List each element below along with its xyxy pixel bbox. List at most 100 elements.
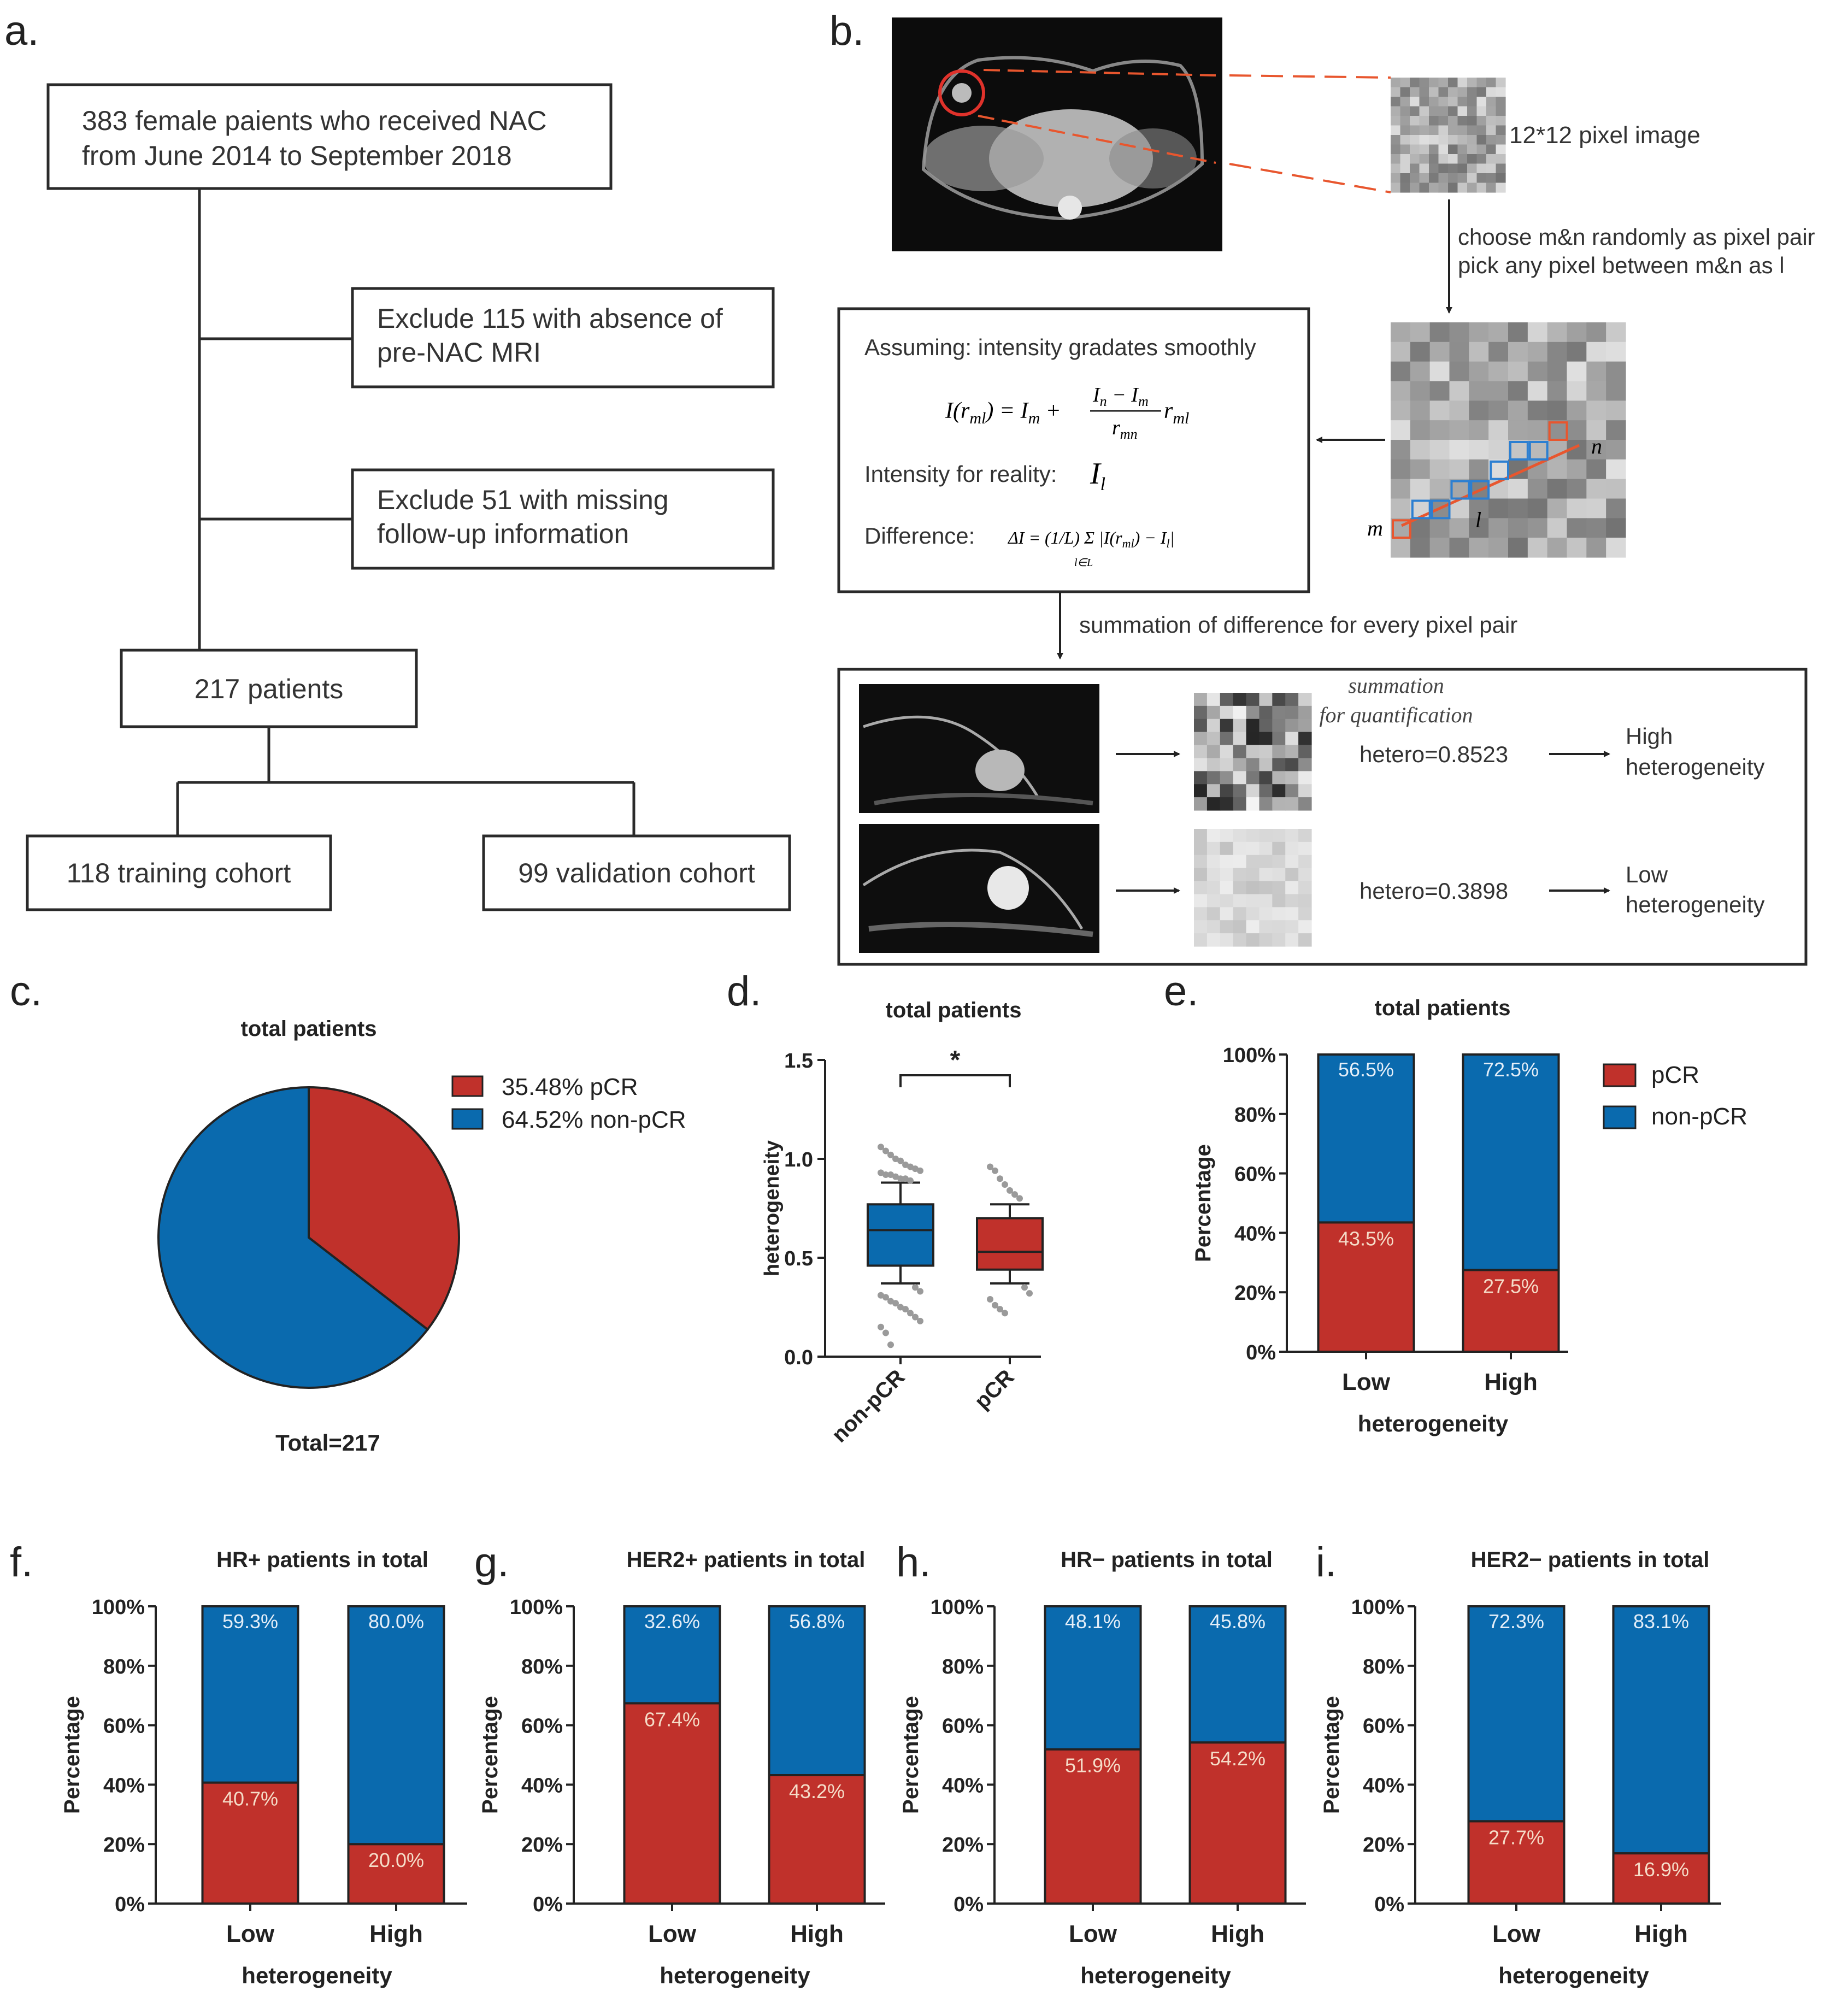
box-non-pcr	[867, 1203, 934, 1267]
pixel-cell	[1246, 855, 1260, 869]
outlier-point	[887, 1298, 894, 1305]
x-tick-label: Low	[1492, 1920, 1541, 1947]
pixel-cell	[1586, 400, 1606, 421]
pixel-cell	[1233, 693, 1247, 706]
difference-formula: ΔI = (1/L) Σ |I(rml) − Il|	[1007, 528, 1174, 550]
panel-letter-c: c.	[10, 968, 42, 1015]
pixel-cell	[1429, 154, 1439, 164]
bar-label-nonpcr: 72.3%	[1488, 1610, 1544, 1633]
pixel-cell	[1298, 855, 1312, 869]
pixel-cell	[1298, 868, 1312, 882]
pixel-cell	[1220, 881, 1234, 895]
pixel-l-box	[1490, 460, 1510, 480]
pixel-cell	[1220, 933, 1234, 947]
pixel-cell	[1285, 829, 1299, 843]
pixel-cell	[1246, 920, 1260, 934]
outlier-point	[912, 1284, 919, 1291]
y-tick-label: 0%	[115, 1893, 145, 1916]
pixel-cell	[1508, 322, 1528, 343]
pixel-cell	[1438, 87, 1449, 97]
outlier-point	[1016, 1195, 1023, 1202]
pixel-cell	[1220, 718, 1234, 733]
y-tick-label: 100%	[1223, 1044, 1276, 1067]
pixel-cell	[1429, 163, 1439, 174]
outlier-point	[987, 1296, 993, 1303]
pixel-cell	[1469, 440, 1489, 460]
bar-label-pcr: 67.4%	[644, 1708, 700, 1730]
pixel-cell	[1476, 135, 1487, 145]
pixel-cell	[1285, 718, 1299, 733]
pixel-cell	[1606, 341, 1626, 362]
pixel-cell	[1469, 341, 1489, 362]
pixel-cell	[1496, 163, 1506, 174]
pie-slice-pcr	[308, 1086, 460, 1332]
bar-label-pcr: 40.7%	[222, 1788, 278, 1810]
stacked-bar-chart-e: total patients0%20%40%60%80%100%Percenta…	[1191, 996, 1568, 1436]
pixel-cell	[1508, 538, 1528, 558]
bar-segment-pcr	[768, 1774, 866, 1905]
pixel-cell	[1410, 78, 1420, 88]
pixel-cell	[1259, 758, 1273, 771]
bar-legend-swatch-nonpcr	[1603, 1105, 1637, 1129]
outlier-point	[987, 1163, 993, 1170]
pixel-cell	[1449, 440, 1469, 460]
pixel-cell	[1527, 479, 1548, 499]
y-tick-label: 80%	[1234, 1104, 1276, 1127]
pixel-cell	[1246, 868, 1260, 882]
y-tick-label: 1.5	[784, 1050, 813, 1073]
outlier-point	[997, 1175, 1003, 1182]
pixel-cell	[1469, 420, 1489, 440]
pixel-cell	[1246, 829, 1260, 843]
bar-legend-label-nonpcr: non-pCR	[1651, 1103, 1747, 1130]
pixel-cell	[1429, 106, 1439, 116]
chart-title: HR+ patients in total	[216, 1548, 428, 1572]
pixel-cell	[1410, 154, 1420, 164]
pixel-cell	[1410, 459, 1431, 480]
pixel-cell	[1496, 106, 1506, 116]
pixel-cell	[1476, 182, 1487, 193]
bar-label-nonpcr: 59.3%	[222, 1610, 278, 1633]
pixel-cell	[1527, 322, 1548, 343]
pixel-cell	[1457, 116, 1468, 126]
pixel-cell	[1508, 381, 1528, 401]
pixel-cell	[1527, 381, 1548, 401]
pixel-cell	[1449, 381, 1469, 401]
bar-label-nonpcr: 80.0%	[368, 1610, 424, 1633]
pixel-cell	[1259, 855, 1273, 869]
pixel-cell	[1469, 322, 1489, 343]
pixel-cell	[1298, 745, 1312, 759]
y-tick-label: 40%	[942, 1774, 984, 1797]
pixel-cell	[1429, 322, 1450, 343]
pixel-cell	[1438, 173, 1449, 184]
pixel-cell	[1527, 440, 1548, 460]
pixel-cell	[1567, 361, 1587, 382]
pixel-cell	[1391, 479, 1411, 499]
pixel-image-label: 12*12 pixel image	[1509, 122, 1700, 149]
pixel-cell	[1547, 420, 1568, 440]
pixel-cell	[1272, 881, 1286, 895]
pixel-cell	[1419, 173, 1429, 184]
pixel-cell	[1410, 182, 1420, 193]
pixel-cell	[1419, 135, 1429, 145]
pixel-cell	[1488, 400, 1509, 421]
pixel-cell	[1207, 894, 1221, 908]
outlier-point	[892, 1300, 899, 1307]
pixel-cell	[1606, 440, 1626, 460]
pixel-cell	[1419, 97, 1429, 107]
y-tick-label: 40%	[1234, 1222, 1276, 1245]
pixel-cell	[1272, 829, 1286, 843]
pixel-cell	[1220, 758, 1234, 771]
pixel-cell	[1400, 163, 1410, 174]
pixel-cell	[1259, 933, 1273, 947]
pixel-cell	[1220, 868, 1234, 882]
outlier-point	[1021, 1284, 1028, 1291]
pixel-cell	[1194, 829, 1208, 843]
pixel-cell	[1400, 125, 1410, 136]
pixel-cell	[1272, 693, 1286, 706]
outlier-point	[878, 1169, 884, 1176]
pixel-cell	[1567, 518, 1587, 538]
pixel-cell	[1496, 125, 1506, 136]
stacked-bar-chart-g: HER2+ patients in total0%20%40%60%80%100…	[478, 1548, 885, 1988]
start-line-2: from June 2014 to September 2018	[82, 140, 512, 171]
pixel-cell	[1547, 459, 1568, 480]
